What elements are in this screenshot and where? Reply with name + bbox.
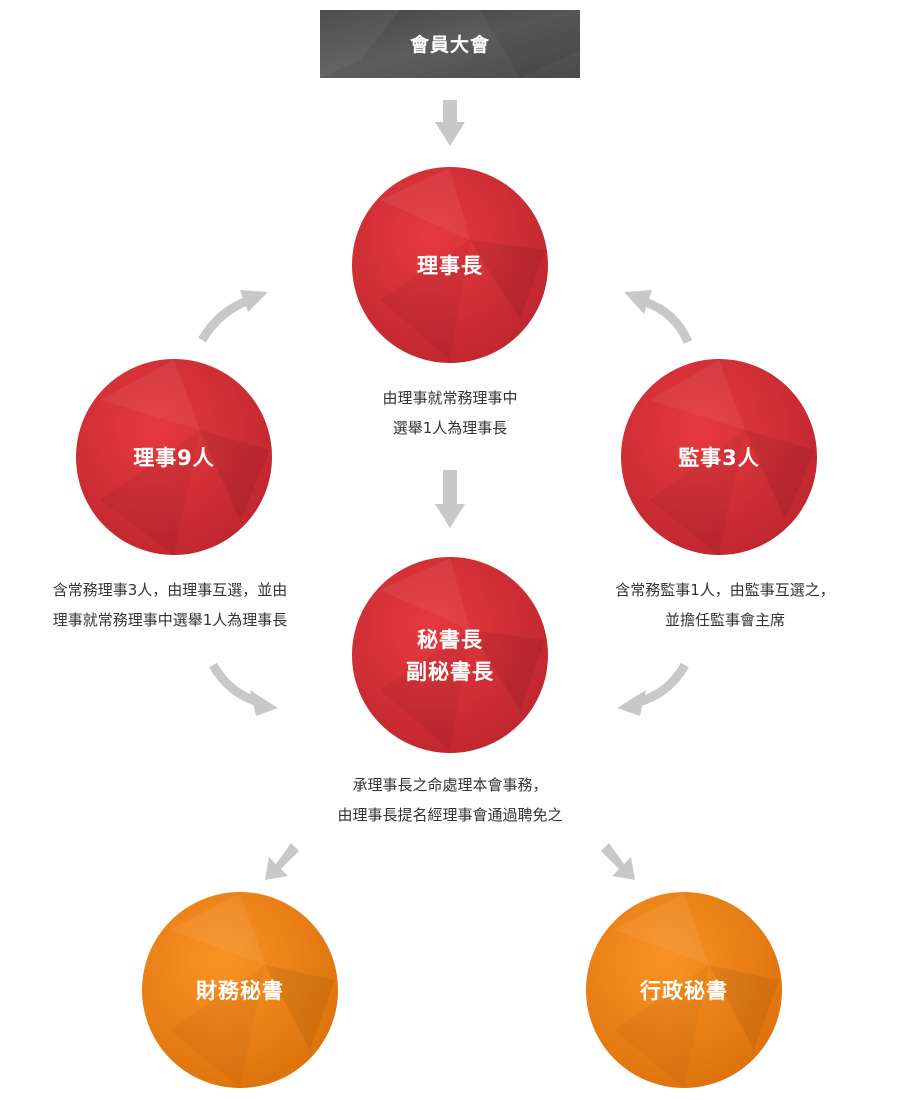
caption-secretary-line2: 由理事長提名經理事會通過聘免之	[337, 806, 563, 824]
caption-secretary-line1: 承理事長之命處理本會事務，	[352, 776, 548, 794]
caption-directors-line1: 含常務理事3人，由理事互選，並由	[52, 581, 288, 599]
arrow-supervisors-to-chairman-icon	[624, 290, 693, 344]
arrow-directors-to-secretary-icon	[209, 662, 278, 716]
node-secretary-label-line1: 秘書長	[417, 628, 483, 652]
caption-directors: 含常務理事3人，由理事互選，並由 理事就常務理事中選舉1人為理事長	[0, 575, 340, 635]
node-finance-label: 財務秘書	[196, 979, 284, 1003]
node-supervisors-label: 監事3人	[678, 446, 760, 470]
arrow-directors-to-chairman-icon	[198, 290, 268, 343]
arrows	[198, 100, 693, 880]
caption-supervisors-line2: 並擔任監事會主席	[664, 611, 785, 629]
arrow-supervisors-to-secretary-icon	[617, 662, 689, 716]
top-box-general-assembly: 會員大會	[320, 10, 580, 78]
node-admin-label: 行政秘書	[639, 979, 728, 1003]
caption-chairman-line1: 由理事就常務理事中	[382, 389, 518, 407]
node-chairman-label: 理事長	[417, 254, 483, 278]
caption-chairman-line2: 選舉1人為理事長	[392, 419, 508, 437]
node-chairman: 理事長	[352, 167, 548, 363]
arrow-to-finance-icon	[265, 843, 299, 880]
caption-directors-line2: 理事就常務理事中選舉1人為理事長	[52, 611, 288, 629]
arrow-down-1-icon	[435, 100, 465, 146]
arrow-to-admin-icon	[601, 843, 635, 880]
caption-chairman: 由理事就常務理事中 選舉1人為理事長	[300, 383, 600, 443]
caption-supervisors: 含常務監事1人，由監事互選之， 並擔任監事會主席	[565, 575, 885, 635]
node-finance: 財務秘書	[142, 892, 338, 1088]
top-box-label: 會員大會	[410, 33, 490, 56]
arrow-down-2-icon	[435, 470, 465, 528]
node-secretary: 秘書長 副秘書長	[352, 557, 548, 753]
caption-supervisors-line1: 含常務監事1人，由監事互選之，	[615, 581, 835, 599]
node-secretary-label-line2: 副秘書長	[406, 660, 494, 684]
caption-secretary: 承理事長之命處理本會事務， 由理事長提名經理事會通過聘免之	[250, 770, 650, 830]
node-directors: 理事9人	[76, 359, 272, 555]
node-supervisors: 監事3人	[621, 359, 817, 555]
node-admin: 行政秘書	[586, 892, 782, 1088]
node-directors-label: 理事9人	[133, 446, 215, 470]
